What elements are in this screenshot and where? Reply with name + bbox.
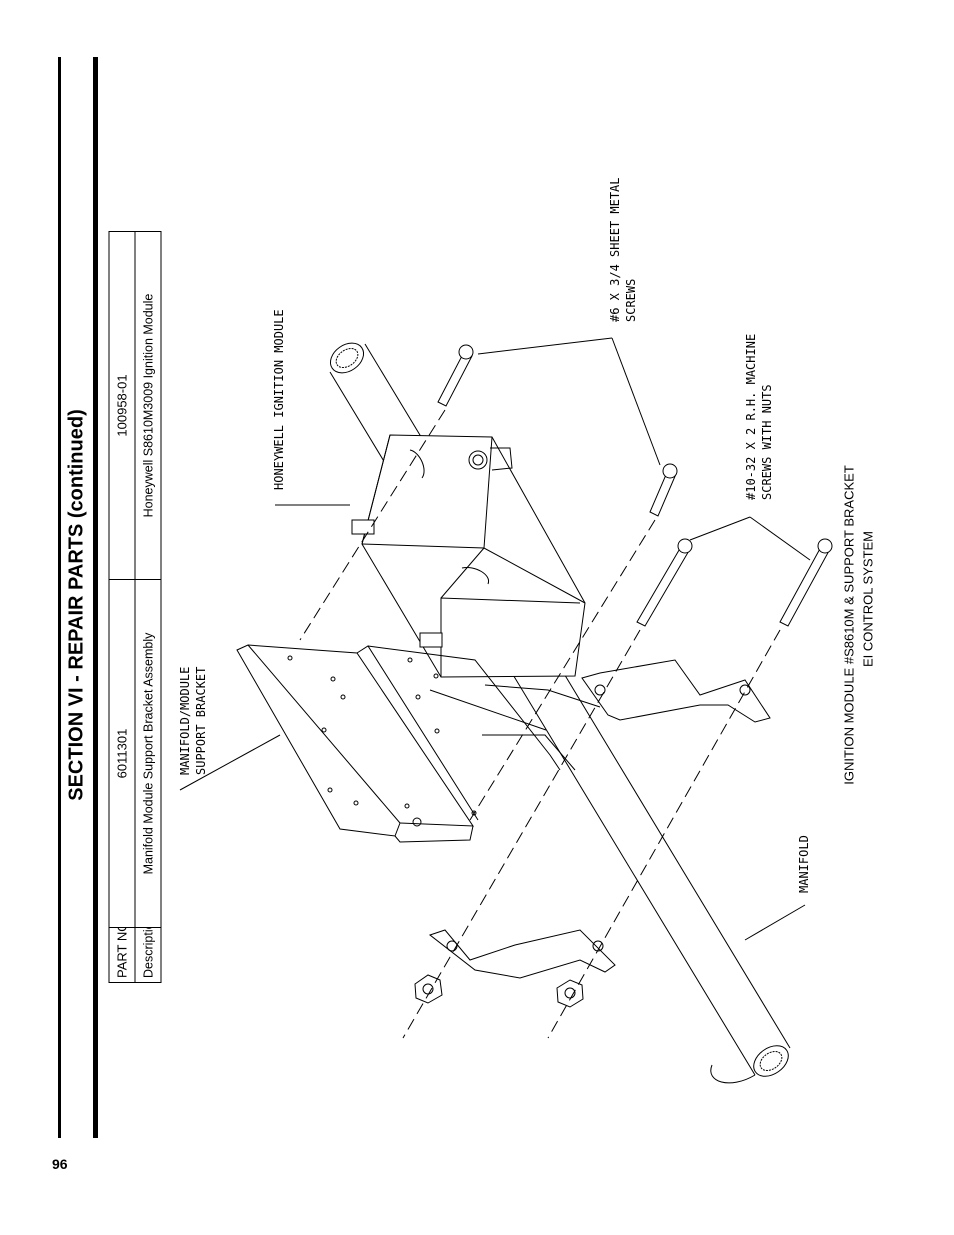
callout-sheet-metal-screws-2: SCREWS [624,279,638,322]
callout-machine-screws-1: #10-32 X 2 R.H. MACHINE [744,334,758,500]
callout-bracket-1: MANIFOLD/MODULE [178,667,192,775]
callout-bracket-2: SUPPORT BRACKET [194,667,208,775]
support-bracket [236,644,601,843]
screws [437,344,833,627]
left-rule-thick [93,57,98,1138]
callout-sheet-metal-screws-1: #6 X 3/4 SHEET METAL [608,178,622,323]
page-number: 96 [52,1156,68,1172]
drawing-caption-line-1: IGNITION MODULE #S8610M & SUPPORT BRACKE… [841,465,857,785]
leader-lines [179,337,811,941]
left-rule-thin [58,57,61,1138]
callout-machine-screws-2: SCREWS WITH NUTS [760,384,774,500]
callout-manifold: MANIFOLD [797,835,811,893]
upper-clamp-strap [581,659,771,723]
hex-nuts [414,974,584,1008]
drawing-caption-line-2: EI CONTROL SYSTEM [860,530,876,668]
ignition-module [351,434,586,678]
alignment-lines [299,409,781,1039]
lower-clamp-strap [428,929,616,979]
callout-honeywell-module: HONEYWELL IGNITION MODULE [272,309,286,490]
